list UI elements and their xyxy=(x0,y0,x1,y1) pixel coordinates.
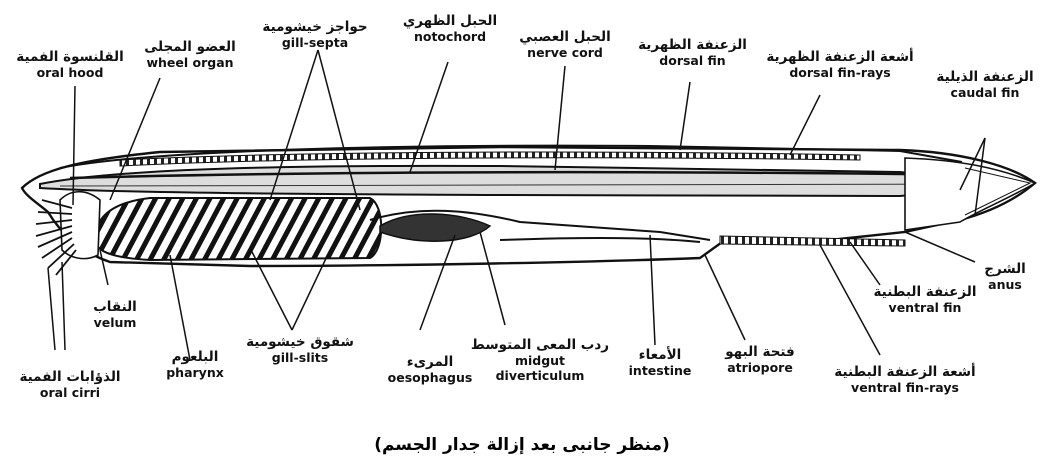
label-dorsal-fin: الزعنفة الظهرية dorsal fin xyxy=(630,38,755,67)
label-oral-cirri-ar: الذؤابات الفمية xyxy=(5,370,135,384)
label-intestine: الأمعاء intestine xyxy=(615,348,705,377)
label-gill-septa-ar: حواجز خيشومية xyxy=(255,20,375,34)
label-atriopore-en: atriopore xyxy=(710,361,810,374)
label-oral-hood-ar: القلنسوة الفمية xyxy=(5,50,135,64)
figure-caption: (منظر جانبى بعد إزالة جدار الجسم) xyxy=(0,435,1044,455)
label-anus: الشرج anus xyxy=(975,262,1035,291)
label-oral-hood-en: oral hood xyxy=(5,66,135,79)
label-wheel-organ-ar: العضو المجلى xyxy=(130,40,250,54)
label-ventral-fin-ar: الزعنفة البطنية xyxy=(865,285,985,299)
label-atriopore-ar: فتحة البهو xyxy=(710,345,810,359)
label-pharynx-ar: البلعوم xyxy=(150,350,240,364)
label-midgut-diverticulum: ردب المعى المتوسط midgut diverticulum xyxy=(470,338,610,382)
label-nerve-cord-ar: الحبل العصبي xyxy=(505,30,625,44)
label-ventral-fin-rays-en: ventral fin-rays xyxy=(830,381,980,394)
label-intestine-en: intestine xyxy=(615,364,705,377)
ventral-fin-rays xyxy=(720,236,905,246)
label-midgut-diverticulum-ar: ردب المعى المتوسط xyxy=(470,338,610,352)
label-caudal-fin: الزعنفة الذيلية caudal fin xyxy=(930,70,1040,99)
label-velum-en: velum xyxy=(80,316,150,329)
label-dorsal-fin-ar: الزعنفة الظهرية xyxy=(630,38,755,52)
label-wheel-organ: العضو المجلى wheel organ xyxy=(130,40,250,69)
label-wheel-organ-en: wheel organ xyxy=(130,56,250,69)
label-gill-septa: حواجز خيشومية gill-septa xyxy=(255,20,375,49)
label-anus-en: anus xyxy=(975,278,1035,291)
oral-hood xyxy=(60,192,100,259)
label-oral-cirri: الذؤابات الفمية oral cirri xyxy=(5,370,135,399)
label-oral-cirri-en: oral cirri xyxy=(5,386,135,399)
label-oesophagus-en: oesophagus xyxy=(380,371,480,384)
label-velum: النقاب velum xyxy=(80,300,150,329)
label-intestine-ar: الأمعاء xyxy=(615,348,705,362)
label-oesophagus-ar: المرىء xyxy=(380,355,480,369)
label-dorsal-fin-rays-en: dorsal fin-rays xyxy=(765,66,915,79)
label-atriopore: فتحة البهو atriopore xyxy=(710,345,810,374)
label-gill-slits-en: gill-slits xyxy=(245,351,355,364)
label-midgut-diverticulum-en2: diverticulum xyxy=(470,369,610,382)
label-nerve-cord-en: nerve cord xyxy=(505,46,625,59)
label-pharynx: البلعوم pharynx xyxy=(150,350,240,379)
label-gill-septa-en: gill-septa xyxy=(255,36,375,49)
label-dorsal-fin-en: dorsal fin xyxy=(630,54,755,67)
label-notochord: الحبل الظهري notochord xyxy=(390,14,510,43)
label-ventral-fin: الزعنفة البطنية ventral fin xyxy=(865,285,985,314)
label-ventral-fin-rays-ar: أشعة الزعنفة البطنية xyxy=(830,365,980,379)
label-caudal-fin-ar: الزعنفة الذيلية xyxy=(930,70,1040,84)
pharynx xyxy=(95,198,381,260)
label-notochord-en: notochord xyxy=(390,30,510,43)
label-oral-hood: القلنسوة الفمية oral hood xyxy=(5,50,135,79)
label-pharynx-en: pharynx xyxy=(150,366,240,379)
label-notochord-ar: الحبل الظهري xyxy=(390,14,510,28)
label-ventral-fin-rays: أشعة الزعنفة البطنية ventral fin-rays xyxy=(830,365,980,394)
label-ventral-fin-en: ventral fin xyxy=(865,301,985,314)
label-oesophagus: المرىء oesophagus xyxy=(380,355,480,384)
label-dorsal-fin-rays-ar: أشعة الزعنفة الظهرية xyxy=(765,50,915,64)
label-nerve-cord: الحبل العصبي nerve cord xyxy=(505,30,625,59)
label-gill-slits: شقوق خيشومية gill-slits xyxy=(245,335,355,364)
label-dorsal-fin-rays: أشعة الزعنفة الظهرية dorsal fin-rays xyxy=(765,50,915,79)
label-gill-slits-ar: شقوق خيشومية xyxy=(245,335,355,349)
label-anus-ar: الشرج xyxy=(975,262,1035,276)
label-midgut-diverticulum-en1: midgut xyxy=(470,354,610,367)
label-velum-ar: النقاب xyxy=(80,300,150,314)
label-caudal-fin-en: caudal fin xyxy=(930,86,1040,99)
